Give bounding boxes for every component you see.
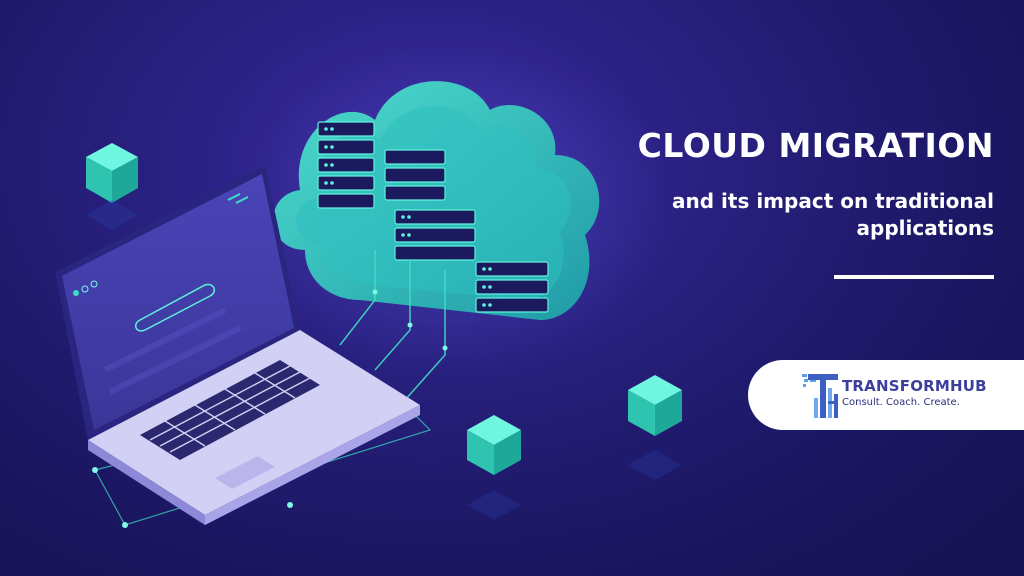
cube-icon: [86, 143, 138, 230]
logo-name: TRANSFORMHUB: [842, 377, 987, 395]
cube-icon: [628, 375, 682, 480]
logo-badge: TRANSFORMHUB Consult. Coach. Create.: [748, 360, 1024, 430]
transformhub-logo-mark: [802, 374, 838, 418]
laptop-illustration: [55, 165, 432, 528]
divider: [834, 275, 994, 279]
logo-tagline: Consult. Coach. Create.: [842, 397, 960, 408]
cloud-server-illustration: [273, 81, 600, 401]
subheadline: and its impact on traditional applicatio…: [672, 189, 994, 240]
headline: CLOUD MIGRATION: [637, 126, 994, 165]
cube-icon: [467, 415, 521, 520]
